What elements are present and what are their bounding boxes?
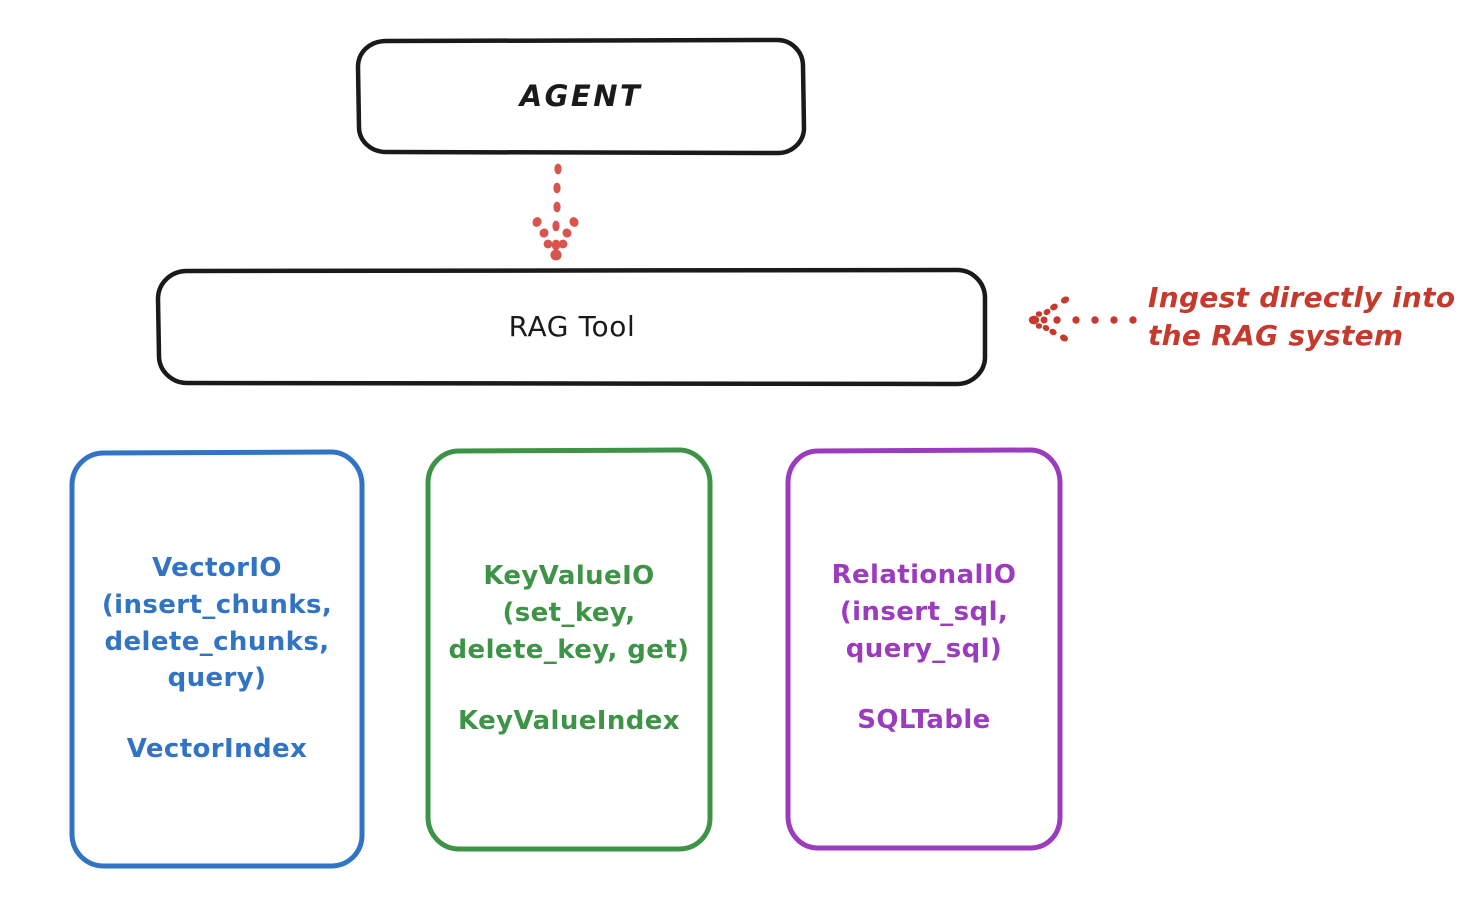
agent-box[interactable] xyxy=(355,37,807,156)
vector-io-box[interactable] xyxy=(69,449,365,869)
key-value-io-box[interactable] xyxy=(425,447,713,852)
ingest-arrow-connector xyxy=(1028,296,1137,342)
agent-to-rag-connector xyxy=(532,163,579,261)
rag-tool-box[interactable] xyxy=(155,267,988,387)
relational-io-box[interactable] xyxy=(785,447,1063,851)
ingest-annotation-text: Ingest directly into the RAG system xyxy=(1148,281,1456,353)
